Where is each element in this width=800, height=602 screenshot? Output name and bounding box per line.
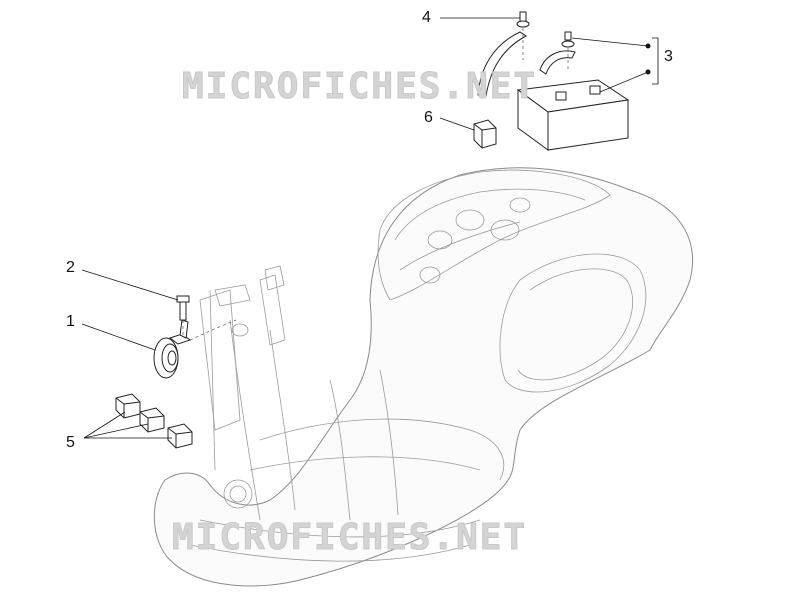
assembly-dashed-lines: [182, 28, 569, 341]
callout-4[interactable]: 4: [422, 9, 431, 26]
leader-lines: [81, 17, 659, 439]
callout-2[interactable]: 2: [66, 259, 75, 276]
watermark-top: MICROFICHES.NET: [181, 66, 538, 108]
battery-part: [477, 11, 630, 151]
callout-5[interactable]: 5: [66, 434, 75, 451]
callout-1[interactable]: 1: [66, 313, 75, 330]
callout-6[interactable]: 6: [424, 109, 433, 126]
horn-part: [153, 319, 192, 379]
relay-part-5: [115, 393, 193, 449]
watermark-bottom: MICROFICHES.NET: [171, 517, 528, 559]
relay-part-6: [473, 119, 497, 149]
screw-part: [176, 295, 190, 321]
scooter-body: [153, 167, 693, 587]
callout-3[interactable]: 3: [664, 48, 673, 65]
